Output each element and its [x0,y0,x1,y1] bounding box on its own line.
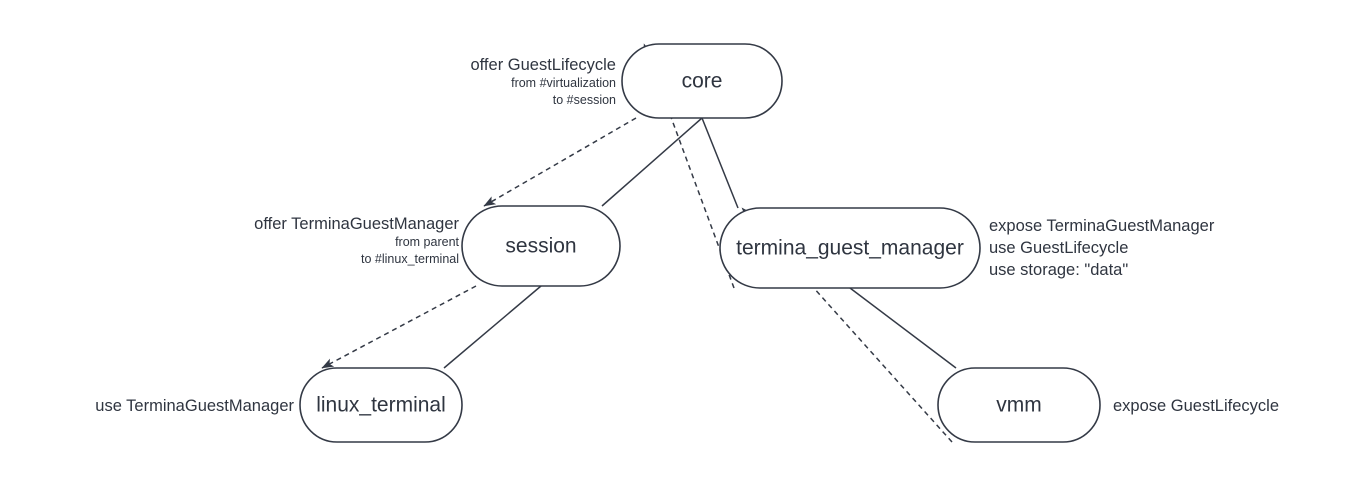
node-shape-linux_terminal [299,367,463,443]
annotation-line: offer TerminaGuestManager [254,215,459,233]
annotation-termina-expose-use: expose TerminaGuestManager use GuestLifec… [989,217,1215,279]
node-vmm[interactable]: vmm [937,367,1101,443]
annotation-line: from parent [395,235,459,249]
annotation-linux-terminal-use: use TerminaGuestManager [95,397,294,415]
edge-offer-terminaguestmanager-session-to-linux-terminal [321,285,477,369]
annotation-line: from #virtualization [511,76,616,90]
annotation-line: to #session [553,93,616,107]
node-linux_terminal[interactable]: linux_terminal [299,367,463,443]
annotation-core-offer: offer GuestLifecycle from #virtualization… [470,56,616,107]
node-shape-session [461,205,621,287]
annotations-layer: offer GuestLifecycle from #virtualization… [95,56,1279,415]
node-label-session: session [505,235,576,258]
annotation-line: use storage: "data" [989,261,1128,279]
edge-termina-vmm [849,287,957,369]
edge-core-termina [701,117,739,209]
node-label-linux_terminal: linux_terminal [316,394,446,417]
nodes-layer: core session termina_guest_manager linux_te… [299,43,1101,443]
node-core[interactable]: core [621,43,783,119]
annotation-line: expose GuestLifecycle [1113,397,1279,415]
node-label-core: core [682,70,723,93]
annotation-line: use TerminaGuestManager [95,397,294,415]
node-shape-core [621,43,783,119]
annotation-vmm-expose: expose GuestLifecycle [1113,397,1279,415]
node-shape-termina_guest_manager [719,207,981,289]
edge-offer-guestlifecycle-core-to-session [483,117,637,207]
node-label-vmm: vmm [996,394,1042,417]
annotation-session-offer: offer TerminaGuestManager from parent to #… [254,215,459,266]
edge-core-session [601,117,703,207]
annotation-line: to #linux_terminal [361,252,459,266]
annotation-line: expose TerminaGuestManager [989,217,1215,235]
annotation-line: offer GuestLifecycle [470,56,616,74]
annotation-line: use GuestLifecycle [989,239,1128,257]
node-label-termina_guest_manager: termina_guest_manager [736,237,964,260]
node-termina_guest_manager[interactable]: termina_guest_manager [719,207,981,289]
node-session[interactable]: session [461,205,621,287]
node-shape-vmm [937,367,1101,443]
edge-session-linux-terminal [443,285,542,369]
